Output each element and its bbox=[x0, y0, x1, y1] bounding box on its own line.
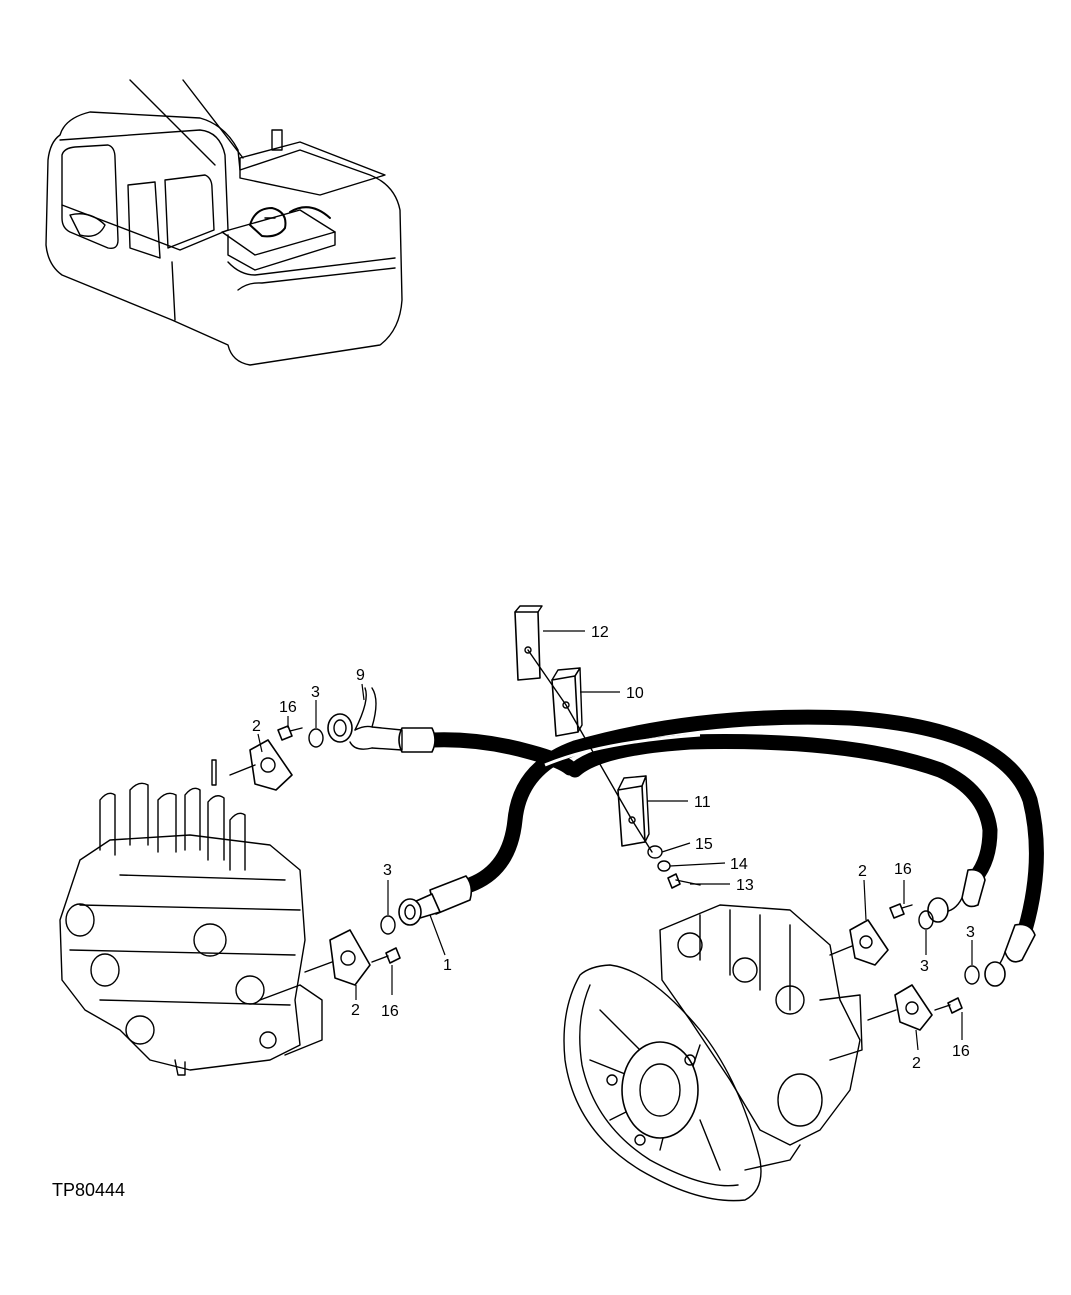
callout-3: 3 bbox=[383, 862, 392, 879]
o-ring-3d bbox=[964, 965, 980, 985]
callout-2: 2 bbox=[252, 718, 261, 735]
hose-1 bbox=[462, 709, 1044, 938]
fitting-9 bbox=[327, 687, 436, 753]
callout-10: 10 bbox=[626, 685, 644, 702]
hose-9 bbox=[424, 732, 578, 776]
callout-16: 16 bbox=[279, 699, 297, 716]
callout-9: 9 bbox=[356, 667, 365, 684]
callout-3: 3 bbox=[966, 924, 975, 941]
o-ring-3b bbox=[380, 915, 396, 935]
callout-11: 11 bbox=[694, 794, 711, 811]
callout-2: 2 bbox=[912, 1055, 921, 1072]
callout-14: 14 bbox=[730, 856, 748, 873]
hydraulic-pump bbox=[563, 904, 863, 1202]
fitting-1 bbox=[398, 875, 473, 926]
callout-3: 3 bbox=[920, 958, 929, 975]
callout-15: 15 bbox=[695, 836, 713, 853]
callout-1: 1 bbox=[443, 957, 452, 974]
flanges-right bbox=[829, 903, 980, 1031]
o-ring-3a bbox=[308, 728, 324, 748]
callout-16: 16 bbox=[894, 861, 912, 878]
callout-3: 3 bbox=[311, 684, 320, 701]
flanges-left bbox=[229, 725, 401, 986]
control-valve bbox=[59, 759, 323, 1076]
lock-washer-14 bbox=[657, 860, 671, 872]
o-ring-3c bbox=[918, 910, 934, 930]
washer-15 bbox=[647, 845, 663, 859]
callout-16: 16 bbox=[381, 1003, 399, 1020]
figure-id: TP80444 bbox=[52, 1180, 125, 1200]
callout-12: 12 bbox=[591, 624, 609, 641]
excavator-location-inset bbox=[45, 79, 403, 366]
fittings-pump-side bbox=[927, 868, 1036, 987]
callout-13: 13 bbox=[736, 877, 754, 894]
callouts: 2 16 3 9 12 10 11 15 14 13 3 1 2 16 2 16… bbox=[252, 624, 975, 1072]
leader-lines bbox=[257, 630, 973, 1051]
clamp-assembly bbox=[514, 605, 701, 889]
bolt-13 bbox=[667, 873, 681, 889]
hoses bbox=[424, 709, 1044, 938]
callout-2: 2 bbox=[858, 863, 867, 880]
callout-16: 16 bbox=[952, 1043, 970, 1060]
hose-9-return bbox=[567, 734, 998, 886]
callout-2: 2 bbox=[351, 1002, 360, 1019]
